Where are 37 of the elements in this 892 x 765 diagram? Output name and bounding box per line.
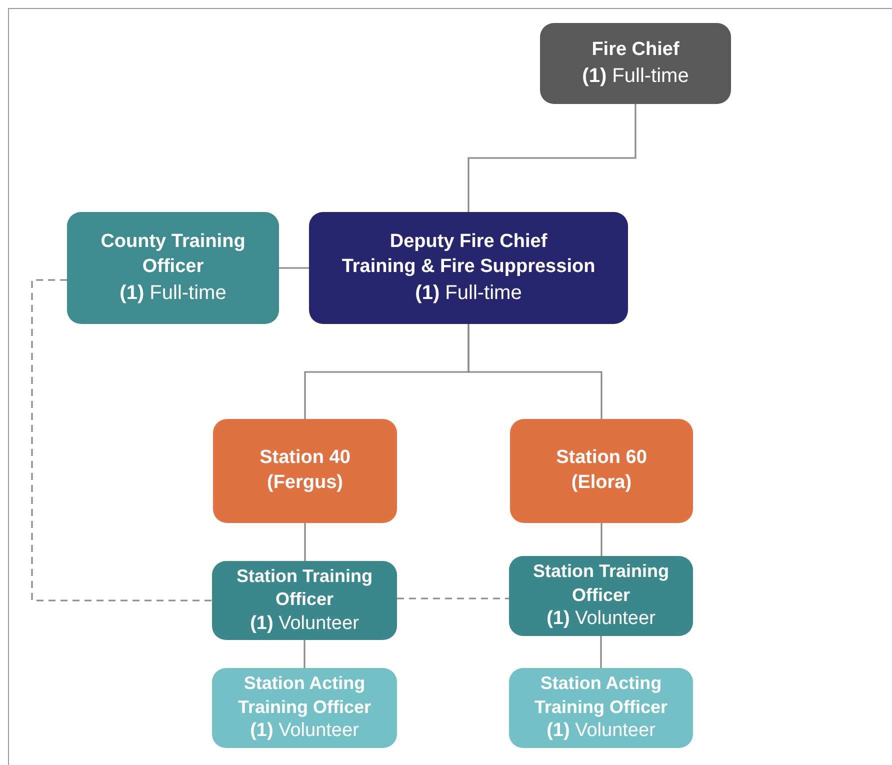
staff-count: (1) Volunteer — [250, 719, 359, 744]
connector-line — [279, 267, 309, 269]
position-title: Deputy Fire Chief — [390, 230, 548, 254]
position-title: Station 40 — [260, 446, 350, 470]
connector-line — [600, 523, 602, 556]
connector-line — [600, 636, 602, 668]
position-box — [67, 212, 279, 324]
position-box — [509, 668, 693, 748]
position-title: Training & Fire Suppression — [342, 255, 596, 279]
position-title: Station 60 — [556, 446, 647, 470]
position-box — [212, 668, 397, 748]
connector-line — [304, 640, 306, 668]
dashed-connector — [397, 598, 509, 600]
position-title: County Training Officer — [100, 230, 246, 279]
position-title: Station Training Officer — [235, 564, 374, 612]
position-title: Station Training Officer — [532, 560, 670, 607]
position-title: Fire Chief — [592, 38, 680, 62]
connector-line — [468, 104, 636, 212]
position-box — [540, 23, 731, 104]
staff-count: (1) Volunteer — [546, 719, 656, 744]
connector-line — [304, 523, 306, 561]
connector-line — [468, 324, 602, 419]
position-title: (Elora) — [571, 471, 632, 495]
dashed-connector — [31, 279, 212, 602]
position-box — [213, 419, 397, 523]
staff-count: (1) Full-time — [582, 64, 689, 89]
position-box — [212, 561, 397, 640]
position-box — [509, 556, 693, 636]
position-title: Station Acting Training Officer — [533, 672, 669, 719]
staff-count: (1) Volunteer — [546, 607, 656, 632]
staff-count: (1) Full-time — [415, 280, 522, 306]
position-title: Station Acting Training Officer — [236, 672, 372, 719]
position-title: (Fergus) — [267, 471, 343, 495]
staff-count: (1) Volunteer — [250, 612, 359, 636]
staff-count: (1) Full-time — [120, 280, 226, 306]
position-box — [309, 212, 628, 324]
position-box — [510, 419, 693, 523]
